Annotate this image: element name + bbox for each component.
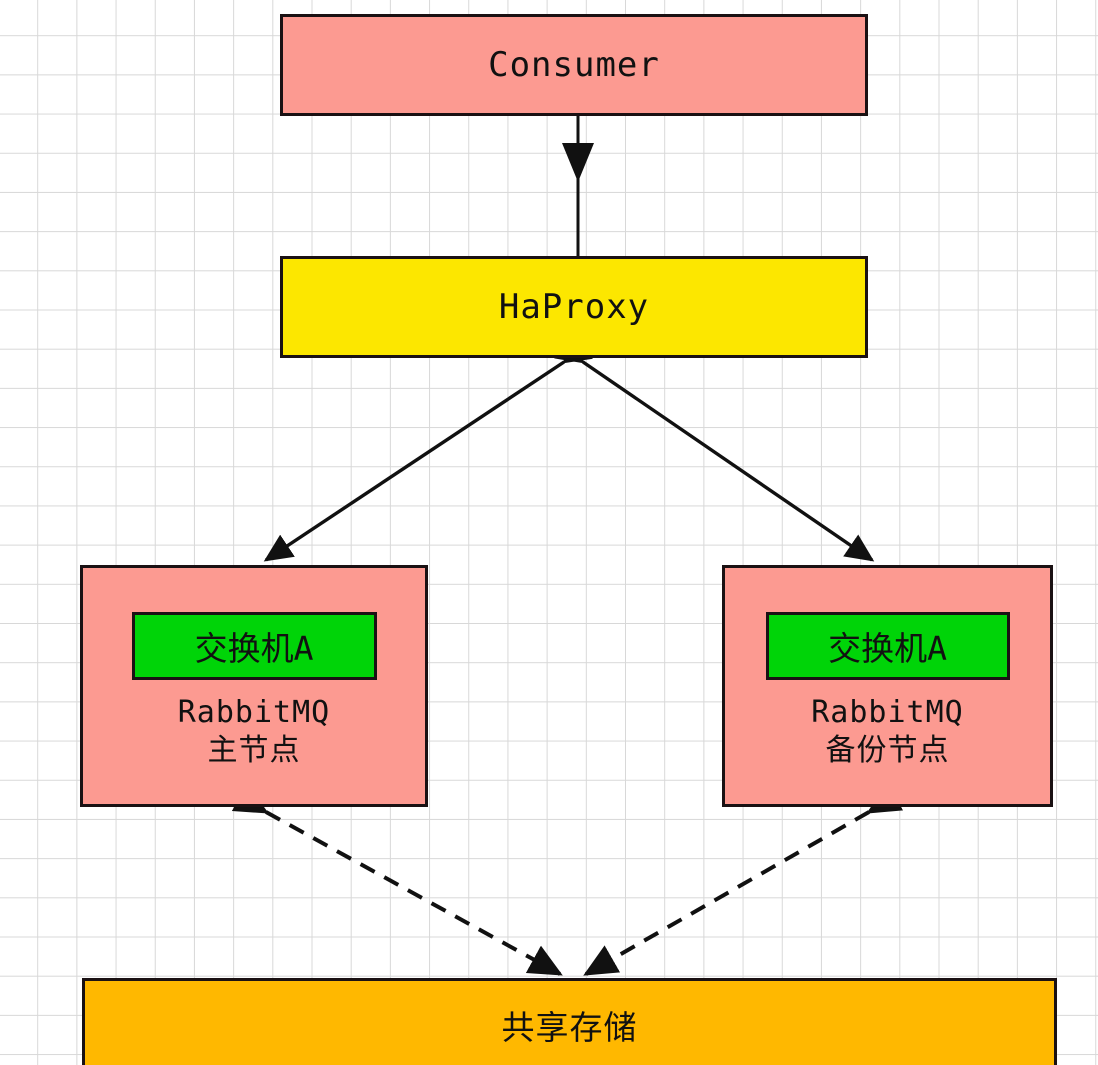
node-consumer[interactable]: Consumer [280, 14, 868, 116]
edge-master-to-storage [231, 783, 563, 976]
node-shared-storage[interactable]: 共享存储 [82, 978, 1057, 1065]
exchange-box-master-label: 交换机A [194, 629, 314, 668]
node-shared-storage-label: 共享存储 [501, 1007, 638, 1047]
edge-backup-to-storage [583, 783, 904, 976]
exchange-box-backup-label: 交换机A [828, 629, 947, 668]
node-rabbitmq-backup-label: RabbitMQ 备份节点 [811, 695, 964, 768]
edge-haproxy-to-backup [554, 336, 875, 562]
exchange-box-master[interactable]: 交换机A [131, 612, 377, 680]
edge-consumer-to-haproxy [562, 116, 594, 256]
exchange-box-backup[interactable]: 交换机A [765, 612, 1010, 680]
node-haproxy[interactable]: HaProxy [280, 256, 868, 358]
node-consumer-label: Consumer [488, 44, 660, 85]
node-rabbitmq-master-label: RabbitMQ 主节点 [177, 695, 331, 768]
node-rabbitmq-master[interactable]: 交换机A RabbitMQ 主节点 [80, 565, 428, 807]
node-rabbitmq-backup[interactable]: 交换机A RabbitMQ 备份节点 [722, 565, 1053, 807]
edge-haproxy-to-master [263, 336, 593, 562]
node-haproxy-label: HaProxy [498, 286, 650, 327]
